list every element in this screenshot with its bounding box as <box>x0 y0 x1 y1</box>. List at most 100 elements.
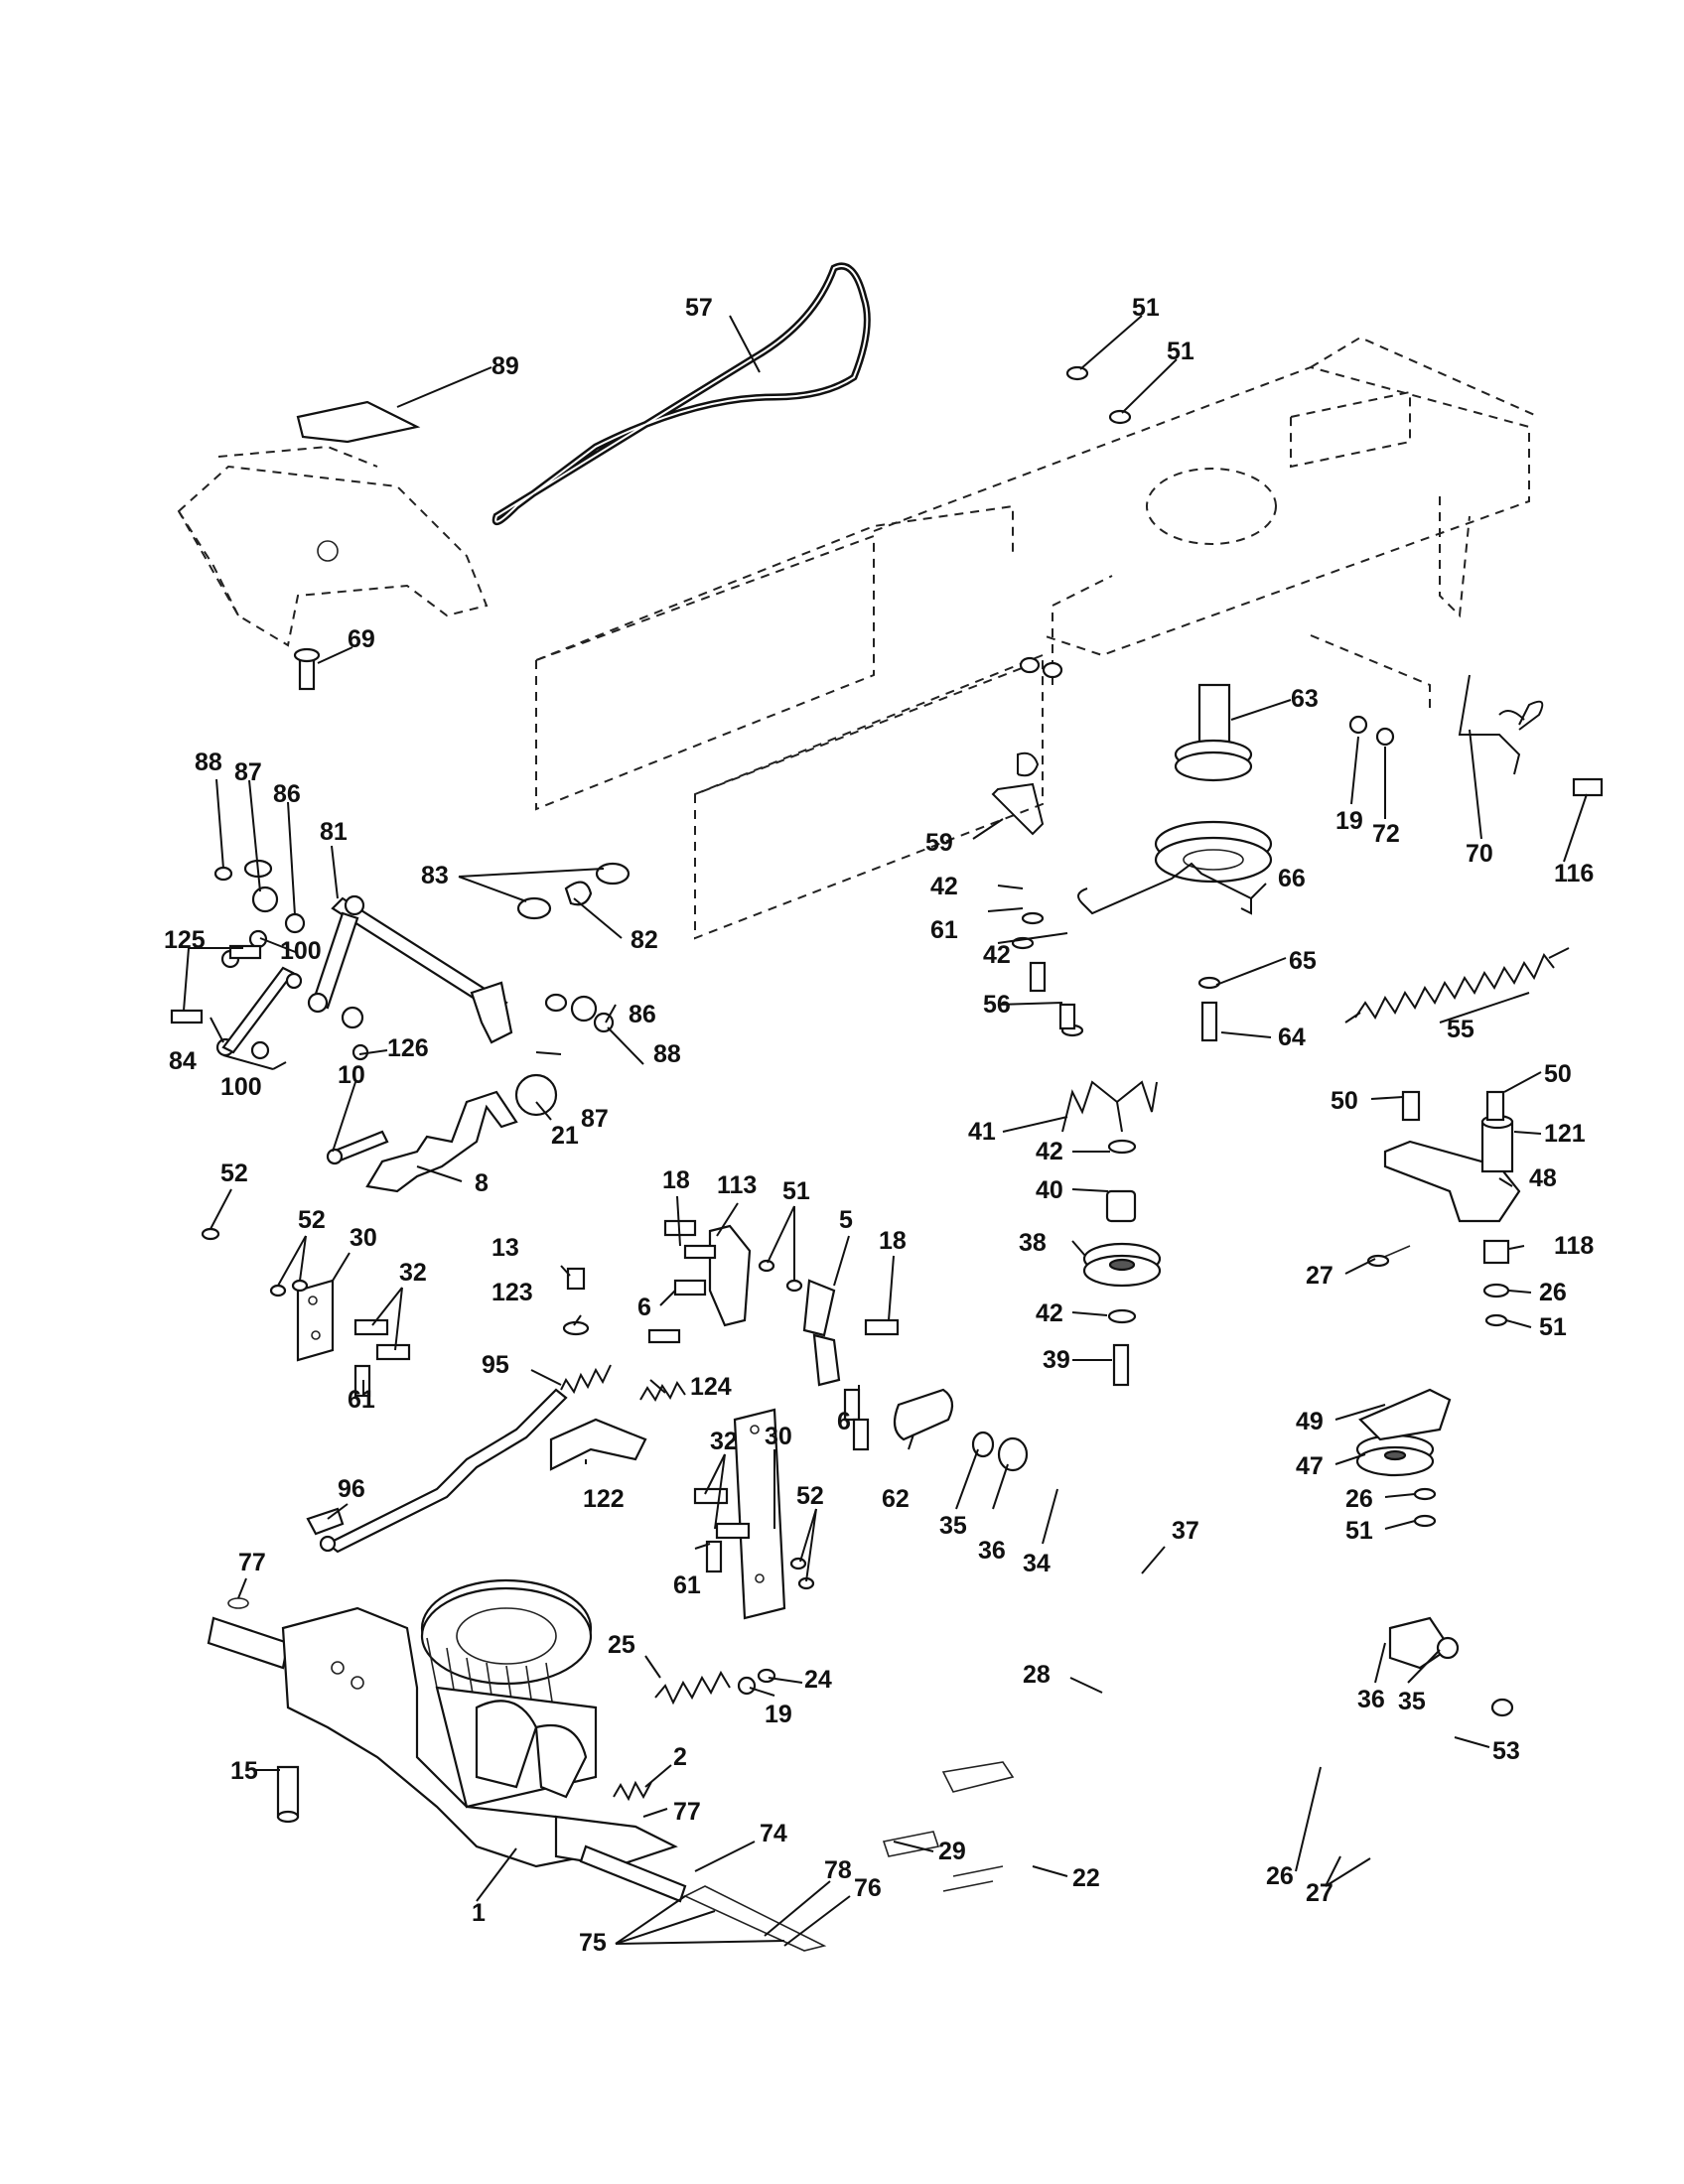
spring-55 <box>1344 947 1570 1024</box>
callout-38: 38 <box>1019 1229 1047 1257</box>
drive-belt <box>491 262 871 526</box>
callout-2: 2 <box>673 1743 687 1771</box>
callout-95: 95 <box>482 1351 509 1379</box>
callout-42: 42 <box>930 873 958 900</box>
callout-126: 126 <box>387 1034 429 1062</box>
idler-pulley-38 <box>1082 1139 1162 1387</box>
callout-22: 22 <box>1072 1864 1100 1892</box>
callout-32: 32 <box>710 1428 738 1455</box>
callout-50: 50 <box>1544 1060 1572 1088</box>
callout-51: 51 <box>1167 338 1194 365</box>
callout-83: 83 <box>421 862 449 889</box>
callout-121: 121 <box>1544 1120 1586 1148</box>
callout-35: 35 <box>1398 1688 1426 1715</box>
callout-42: 42 <box>1036 1299 1063 1327</box>
callout-49: 49 <box>1296 1408 1324 1435</box>
callout-15: 15 <box>230 1757 258 1785</box>
callout-52: 52 <box>298 1206 326 1234</box>
callout-70: 70 <box>1466 840 1493 868</box>
callout-36: 36 <box>978 1537 1006 1565</box>
callout-66: 66 <box>1278 865 1306 892</box>
callout-55: 55 <box>1447 1016 1474 1043</box>
callout-61: 61 <box>348 1386 375 1414</box>
callout-77: 77 <box>673 1798 701 1826</box>
callout-34: 34 <box>1023 1550 1051 1577</box>
callout-65: 65 <box>1289 947 1317 975</box>
callout-81: 81 <box>320 818 348 846</box>
callout-24: 24 <box>804 1666 832 1694</box>
callout-82: 82 <box>631 926 658 954</box>
callout-32: 32 <box>399 1259 427 1287</box>
callout-51: 51 <box>1539 1313 1567 1341</box>
engine-pulley-63 <box>1154 683 1273 884</box>
idler-arm-48 <box>1366 1090 1521 1327</box>
callout-61: 61 <box>930 916 958 944</box>
callout-52: 52 <box>796 1482 824 1510</box>
spacer-62 <box>893 1388 1029 1472</box>
callout-labels: 57 51 51 89 69 63 19 72 70 116 88 87 86 … <box>164 294 1594 1957</box>
callout-37: 37 <box>1172 1517 1199 1545</box>
callout-53: 53 <box>1492 1737 1520 1765</box>
callout-76: 76 <box>854 1874 882 1902</box>
callout-52: 52 <box>220 1160 248 1187</box>
callout-116: 116 <box>1554 860 1594 887</box>
callout-18: 18 <box>662 1166 690 1194</box>
callout-59: 59 <box>925 829 953 857</box>
callout-6: 6 <box>837 1408 851 1435</box>
hardware-bolts <box>170 647 1063 1451</box>
seat-pan <box>177 400 489 647</box>
callout-69: 69 <box>348 625 375 653</box>
callout-124: 124 <box>690 1373 732 1401</box>
callout-48: 48 <box>1529 1164 1557 1192</box>
callout-100: 100 <box>280 937 322 965</box>
callout-26: 26 <box>1266 1862 1294 1890</box>
callout-50: 50 <box>1331 1087 1358 1115</box>
callout-25: 25 <box>608 1631 635 1659</box>
callout-26: 26 <box>1345 1485 1373 1513</box>
callout-63: 63 <box>1291 685 1319 713</box>
callout-87: 87 <box>234 758 262 786</box>
callout-39: 39 <box>1043 1346 1070 1374</box>
callout-27: 27 <box>1306 1262 1333 1290</box>
callout-51: 51 <box>1345 1517 1373 1545</box>
callout-56: 56 <box>983 991 1011 1019</box>
callout-41: 41 <box>968 1118 996 1146</box>
callout-87: 87 <box>581 1105 609 1133</box>
frame-outline <box>535 336 1540 940</box>
callout-21: 21 <box>551 1122 579 1150</box>
shift-linkage <box>215 859 631 1061</box>
callout-77: 77 <box>238 1549 266 1576</box>
callout-6: 6 <box>637 1294 651 1321</box>
callout-47: 47 <box>1296 1452 1324 1480</box>
callout-8: 8 <box>475 1169 489 1197</box>
shift-lever-8 <box>326 1073 558 1193</box>
callout-28: 28 <box>1023 1661 1051 1689</box>
callout-42: 42 <box>1036 1138 1063 1165</box>
callout-57: 57 <box>685 294 713 322</box>
callout-86: 86 <box>629 1001 656 1028</box>
callout-125: 125 <box>164 926 206 954</box>
callout-19: 19 <box>765 1701 792 1728</box>
callout-51: 51 <box>1132 294 1160 322</box>
callout-42: 42 <box>983 941 1011 969</box>
callout-62: 62 <box>882 1485 910 1513</box>
callout-5: 5 <box>839 1206 853 1234</box>
callout-75: 75 <box>579 1929 607 1957</box>
spring-25 <box>613 1668 776 1802</box>
callout-29: 29 <box>938 1838 966 1865</box>
callout-18: 18 <box>879 1227 907 1255</box>
callout-74: 74 <box>760 1820 787 1847</box>
callout-84: 84 <box>169 1047 197 1075</box>
callout-1: 1 <box>472 1899 486 1927</box>
callout-30: 30 <box>765 1423 792 1450</box>
callout-72: 72 <box>1372 820 1400 848</box>
callout-36: 36 <box>1357 1686 1385 1713</box>
brackets-left <box>201 1227 815 1620</box>
idler-pulley-47 <box>1355 1388 1452 1528</box>
callout-26: 26 <box>1539 1279 1567 1306</box>
callout-100: 100 <box>220 1073 262 1101</box>
callout-35: 35 <box>939 1512 967 1540</box>
callout-89: 89 <box>491 352 519 380</box>
callout-88: 88 <box>653 1040 681 1068</box>
callout-123: 123 <box>491 1279 533 1306</box>
